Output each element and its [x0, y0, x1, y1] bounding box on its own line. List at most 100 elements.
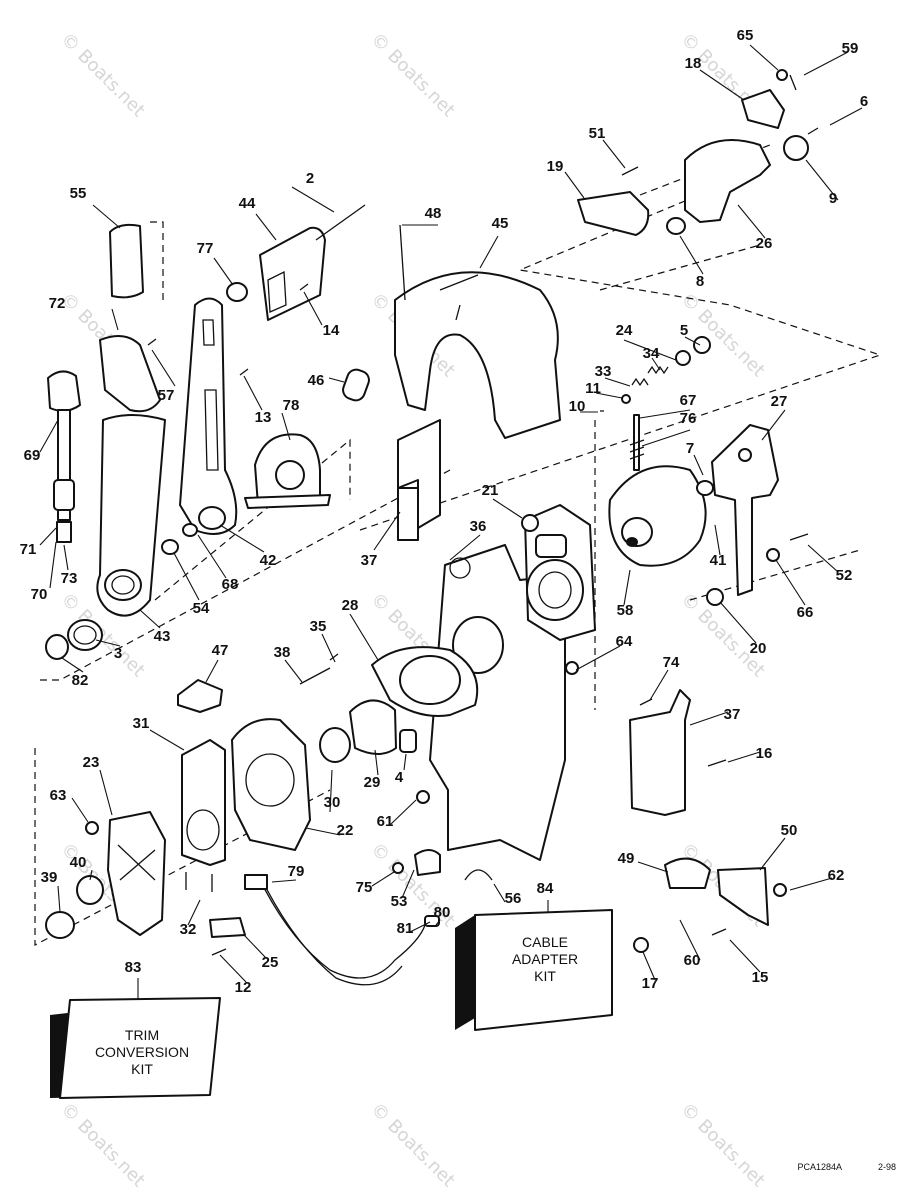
callout-42: 42: [260, 552, 277, 569]
callout-78: 78: [283, 397, 300, 414]
callout-22: 22: [337, 822, 354, 839]
callout-37: 37: [361, 552, 378, 569]
callout-56: 56: [505, 890, 522, 907]
leader-lines: [39, 44, 863, 983]
callout-23: 23: [83, 754, 100, 771]
watermark-text: © Boats.net: [56, 1099, 148, 1191]
callout-44: 44: [239, 195, 256, 212]
watermark-text: © Boats.net: [366, 1099, 458, 1191]
watermark-text: © Boats.net: [366, 29, 458, 121]
trim-kit-line-3: KIT: [131, 1061, 153, 1077]
callout-71: 71: [20, 541, 37, 558]
callout-6: 6: [860, 93, 868, 110]
callout-10: 10: [569, 398, 586, 415]
trim-kit-line-1: TRIM: [125, 1027, 159, 1043]
cable-kit-line-1: CABLE: [522, 934, 568, 950]
callout-16: 16: [756, 745, 773, 762]
callout-39: 39: [41, 869, 58, 886]
callout-66: 66: [797, 604, 814, 621]
callout-60: 60: [684, 952, 701, 969]
callout-55: 55: [70, 185, 87, 202]
callout-26: 26: [756, 235, 773, 252]
watermark-text: © Boats.net: [676, 589, 768, 681]
callout-35: 35: [310, 618, 327, 635]
callout-77: 77: [197, 240, 214, 257]
callout-45: 45: [492, 215, 509, 232]
callout-68: 68: [222, 576, 239, 593]
callout-46: 46: [308, 372, 325, 389]
drawing-date: 2-98: [878, 1162, 896, 1172]
callout-43: 43: [154, 628, 171, 645]
callout-81: 81: [397, 920, 414, 937]
callout-74: 74: [663, 654, 680, 671]
callout-37: 37: [724, 706, 741, 723]
callout-53: 53: [391, 893, 408, 910]
callout-49: 49: [618, 850, 635, 867]
callout-83: 83: [125, 959, 142, 976]
callout-13: 13: [255, 409, 272, 426]
callout-50: 50: [781, 822, 798, 839]
callout-80: 80: [434, 904, 451, 921]
cable-kit-line-3: KIT: [534, 968, 556, 984]
cable-adapter-kit: [455, 909, 613, 1031]
callout-38: 38: [274, 644, 291, 661]
callout-63: 63: [50, 787, 67, 804]
callout-17: 17: [642, 975, 659, 992]
callout-65: 65: [737, 27, 754, 44]
callout-57: 57: [158, 387, 175, 404]
callout-31: 31: [133, 715, 150, 732]
callout-19: 19: [547, 158, 564, 175]
callout-36: 36: [470, 518, 487, 535]
drawing-code: PCA1284A: [797, 1162, 842, 1172]
callout-62: 62: [828, 867, 845, 884]
callout-52: 52: [836, 567, 853, 584]
callout-28: 28: [342, 597, 359, 614]
callout-40: 40: [70, 854, 87, 871]
callout-2: 2: [306, 170, 314, 187]
callout-21: 21: [482, 482, 499, 499]
callout-58: 58: [617, 602, 634, 619]
parts-art: [45, 69, 819, 986]
callout-33: 33: [595, 363, 612, 380]
callout-76: 76: [680, 410, 697, 427]
callout-34: 34: [643, 345, 660, 362]
callout-47: 47: [212, 642, 229, 659]
callout-8: 8: [696, 273, 704, 290]
callout-75: 75: [356, 879, 373, 896]
callout-4: 4: [395, 769, 404, 786]
callout-51: 51: [589, 125, 606, 142]
callout-41: 41: [710, 552, 727, 569]
callout-59: 59: [842, 40, 859, 57]
callout-20: 20: [750, 640, 767, 657]
callout-3: 3: [114, 645, 122, 662]
callout-32: 32: [180, 921, 197, 938]
trim-kit-label: TRIM CONVERSION KIT: [95, 1027, 189, 1077]
callout-69: 69: [24, 447, 41, 464]
alignment-lines: [34, 144, 882, 946]
callout-54: 54: [193, 600, 210, 617]
callout-14: 14: [323, 322, 340, 339]
callout-64: 64: [616, 633, 633, 650]
callout-70: 70: [31, 586, 48, 603]
trim-kit-line-2: CONVERSION: [95, 1044, 189, 1060]
callout-30: 30: [324, 794, 341, 811]
callout-11: 11: [585, 380, 601, 397]
callout-15: 15: [752, 969, 769, 986]
trim-conversion-kit: [50, 978, 221, 1099]
callout-29: 29: [364, 774, 381, 791]
cable-kit-label: CABLE ADAPTER KIT: [512, 934, 578, 984]
callout-67: 67: [680, 392, 697, 409]
callout-48: 48: [425, 205, 442, 222]
callout-7: 7: [686, 440, 694, 457]
callout-79: 79: [288, 863, 305, 880]
callout-9: 9: [829, 190, 837, 207]
callout-72: 72: [49, 295, 66, 312]
callout-24: 24: [616, 322, 633, 339]
watermark-text: © Boats.net: [676, 289, 768, 381]
callout-82: 82: [72, 672, 89, 689]
watermark-text: © Boats.net: [56, 29, 148, 121]
callout-25: 25: [262, 954, 279, 971]
